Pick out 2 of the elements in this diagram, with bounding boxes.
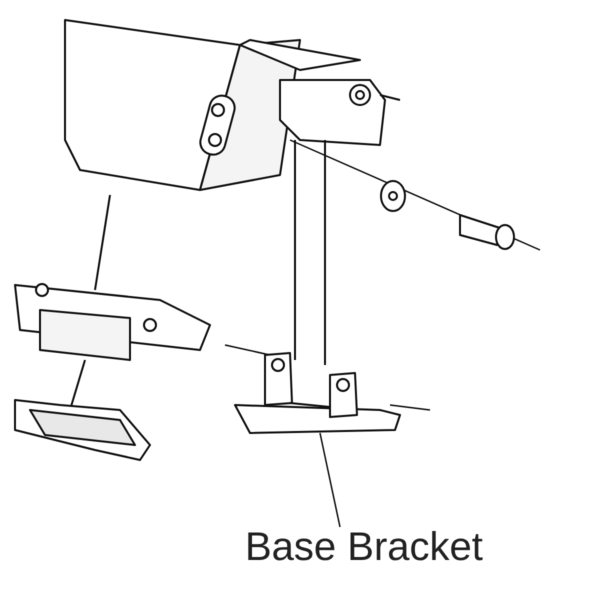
part-label: Base Bracket (245, 525, 483, 570)
leader-line (319, 432, 341, 528)
